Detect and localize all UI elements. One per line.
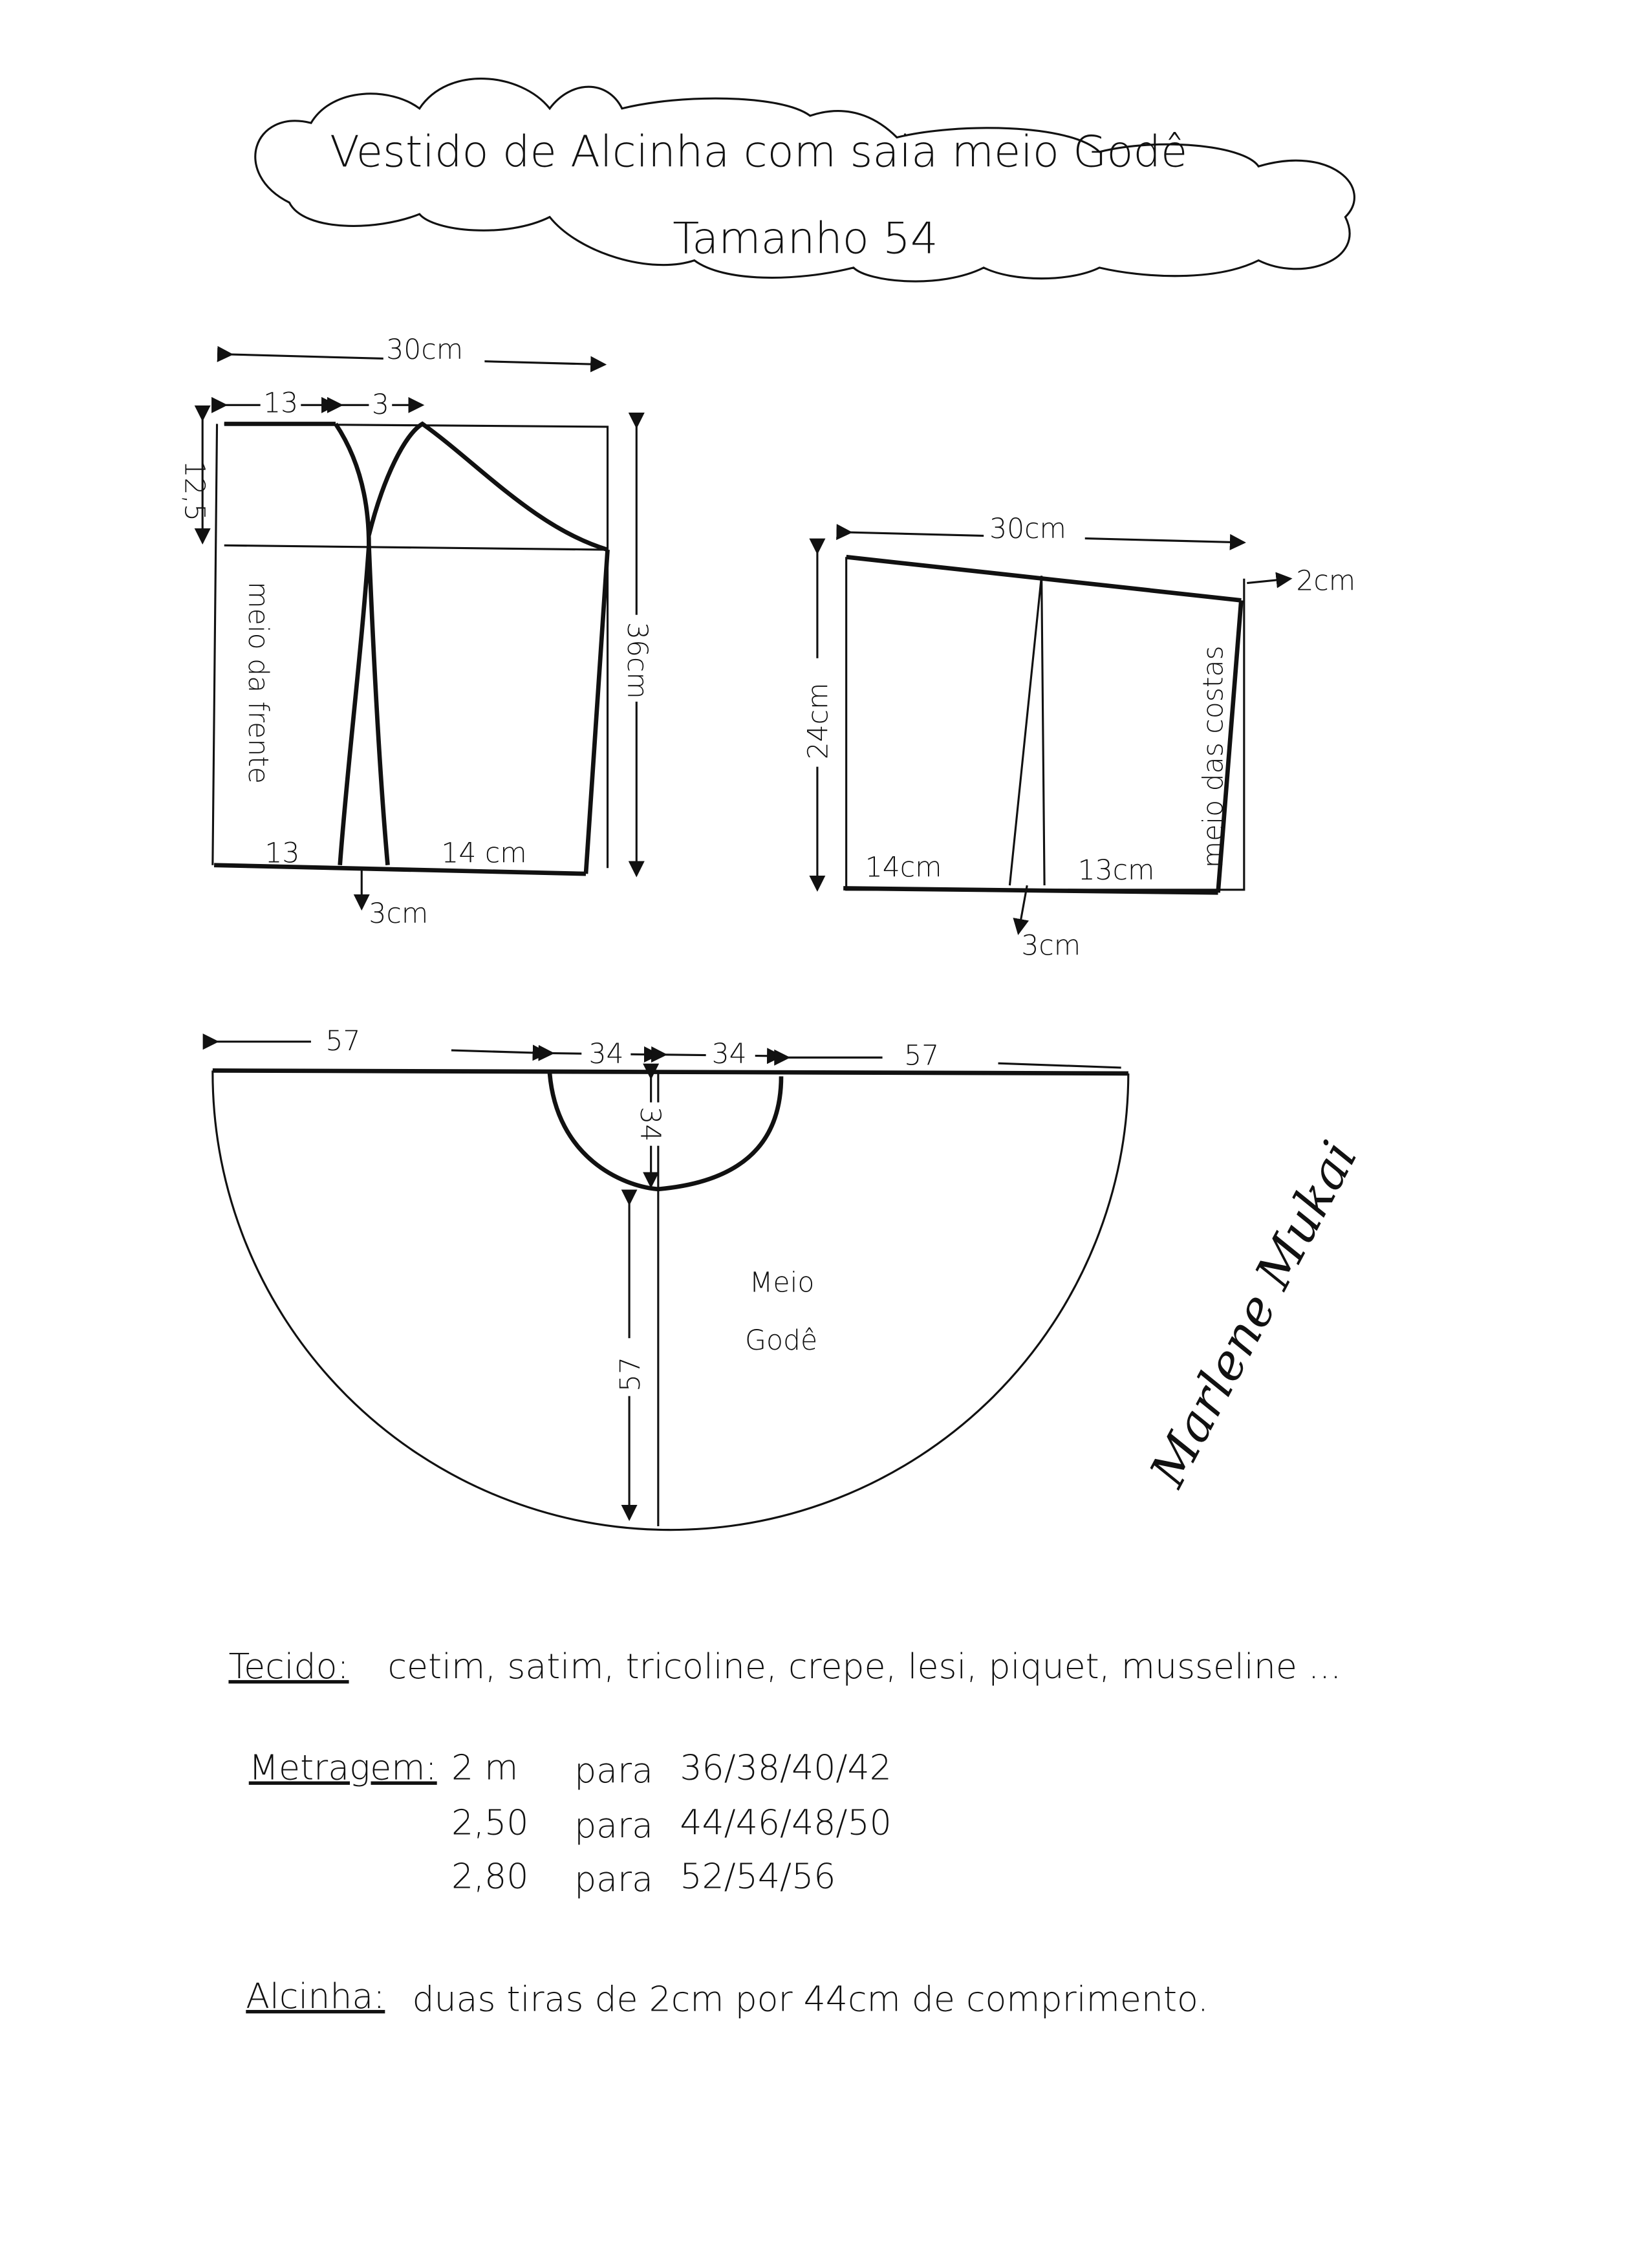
back-width-label: 30cm bbox=[989, 513, 1066, 545]
front-width-label: 30cm bbox=[386, 334, 463, 366]
skirt-waist-depth-label: 34 bbox=[634, 1107, 665, 1141]
back-bottom-left-label: 14cm bbox=[865, 852, 942, 884]
skirt-label-line2: Godê bbox=[745, 1325, 817, 1357]
yardage-row: 2 m para 36/38/40/42 bbox=[451, 1747, 892, 1791]
yardage-amount: 2,50 bbox=[451, 1802, 529, 1843]
yardage-row: 2,80 para 52/54/56 bbox=[451, 1855, 836, 1899]
front-bottom-left-label: 13 bbox=[264, 837, 299, 869]
skirt-length-label: 57 bbox=[615, 1357, 647, 1392]
back-dart-label: 3cm bbox=[1021, 930, 1081, 962]
yardage-word: para bbox=[574, 1805, 653, 1846]
yardage-label: Metragem: bbox=[249, 1747, 437, 1788]
strap-value: duas tiras de 2cm por 44cm de compriment… bbox=[413, 1978, 1209, 2019]
skirt-waist-right-label: 34 bbox=[712, 1039, 747, 1070]
strap-label: Alcinha: bbox=[246, 1976, 385, 2016]
title-cloud: Vestido de Alcinha com saia meio Godê Ta… bbox=[254, 77, 1355, 283]
front-bottom-right-label: 14 cm bbox=[441, 837, 526, 869]
fabric-label: Tecido: bbox=[228, 1646, 349, 1687]
front-dart-label: 3cm bbox=[369, 898, 428, 930]
back-bottom-right-label: 13cm bbox=[1078, 855, 1155, 887]
front-side-height-label: 12,5 bbox=[178, 460, 210, 521]
yardage-word: para bbox=[574, 1750, 653, 1791]
yardage-sizes: 36/38/40/42 bbox=[680, 1747, 891, 1788]
yardage-amount: 2,80 bbox=[451, 1855, 529, 1896]
skirt-left-label: 57 bbox=[325, 1026, 360, 1057]
back-bodice-piece: 30cm 2cm 24cm meio das costas 14cm 13cm … bbox=[800, 509, 1355, 962]
skirt-waist-left-label: 34 bbox=[588, 1039, 623, 1070]
yardage-row: 2,50 para 44/46/48/50 bbox=[451, 1802, 892, 1846]
front-top-left-label: 13 bbox=[263, 388, 298, 420]
half-circle-skirt-piece: 57 34 34 57 34 57 Meio Godê bbox=[202, 1026, 1130, 1531]
yardage-amount: 2 m bbox=[451, 1747, 519, 1788]
cloud-outline bbox=[254, 77, 1355, 283]
skirt-right-label: 57 bbox=[904, 1040, 939, 1072]
front-top-gap-label: 3 bbox=[372, 389, 389, 421]
front-height-label: 36cm bbox=[621, 622, 652, 699]
title-line2: Tamanho 54 bbox=[673, 213, 938, 263]
yardage-sizes: 44/46/48/50 bbox=[680, 1802, 891, 1843]
skirt-label-line1: Meio bbox=[749, 1268, 815, 1299]
signature: Marlene Mukai bbox=[1138, 1132, 1368, 1496]
title-line1: Vestido de Alcinha com saia meio Godê bbox=[330, 126, 1187, 177]
pattern-notes: Tecido: cetim, satim, tricoline, crepe, … bbox=[228, 1646, 1341, 2020]
back-center-label: meio das costas bbox=[1198, 645, 1229, 868]
yardage-sizes: 52/54/56 bbox=[680, 1855, 835, 1896]
front-center-label: meio da frente bbox=[242, 581, 274, 784]
yardage-word: para bbox=[574, 1859, 653, 1899]
front-bodice-piece: 30cm 13 3 12,5 36cm meio da frente 13 14… bbox=[178, 330, 654, 930]
fabric-value: cetim, satim, tricoline, crepe, lesi, pi… bbox=[388, 1646, 1342, 1687]
back-rise-label: 2cm bbox=[1296, 566, 1355, 598]
back-height-label: 24cm bbox=[803, 683, 835, 760]
